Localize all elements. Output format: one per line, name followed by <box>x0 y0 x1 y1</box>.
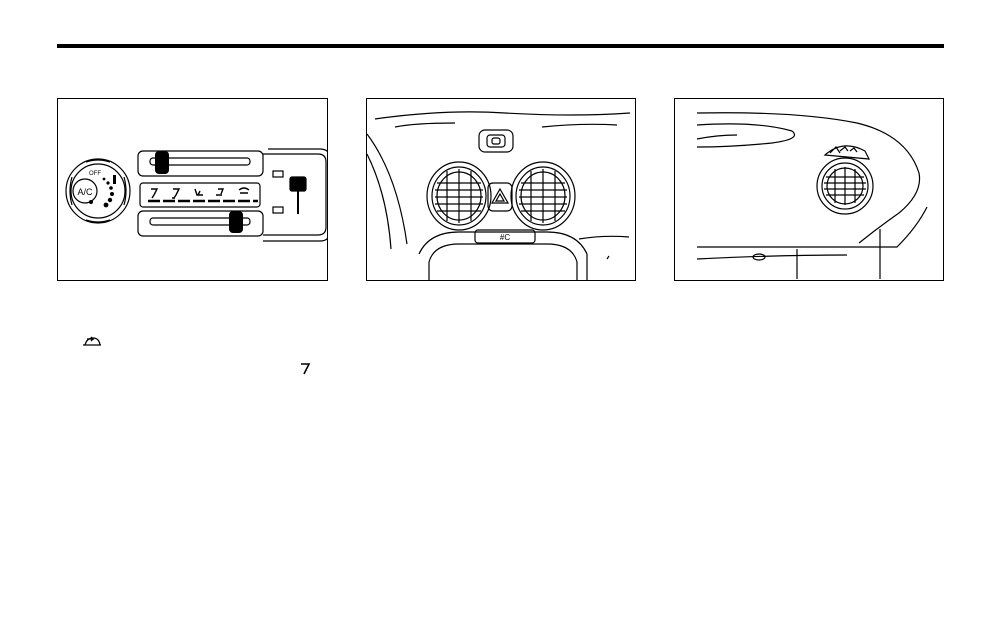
side-round-vent <box>816 157 874 215</box>
slider-panel <box>137 148 327 242</box>
center-vents-illustration: #C <box>366 98 636 281</box>
ac-knob: A/C OFF <box>65 158 131 224</box>
ac-knob-label: A/C <box>77 187 93 197</box>
climate-control-panel-illustration: A/C OFF <box>57 98 328 281</box>
recirculation-icon <box>83 336 101 346</box>
hazard-button <box>487 182 513 212</box>
off-label: OFF <box>89 171 101 177</box>
temperature-slider-knob <box>155 151 169 174</box>
mode-icons <box>148 187 258 203</box>
side-vent-illustration <box>674 98 944 281</box>
fan-slider-knob <box>229 211 243 233</box>
face-vent-mode-icon <box>301 363 311 375</box>
right-round-vent <box>510 161 576 231</box>
defrost-button-label: #C <box>500 233 510 242</box>
left-round-vent <box>426 161 492 231</box>
header-rule <box>57 44 944 48</box>
